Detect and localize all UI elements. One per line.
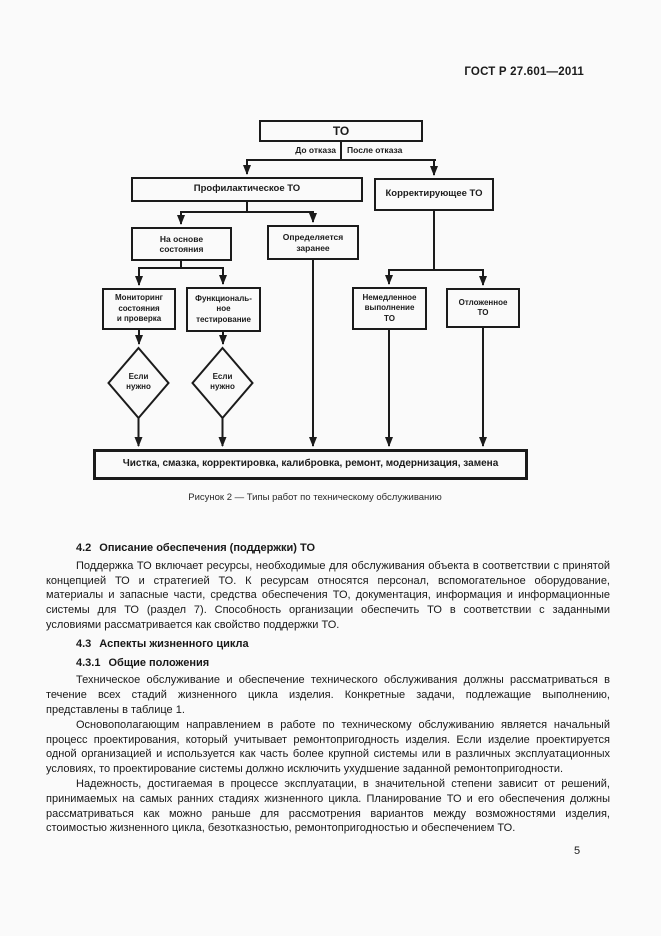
- document-text: 4.2 Описание обеспечения (поддержки) ТО П…: [46, 541, 610, 836]
- section-title: Общие положения: [108, 656, 210, 669]
- flowchart-connectors: [107, 142, 487, 447]
- node-maintenance-actions: Чистка, смазка, корректировка, калибровк…: [93, 449, 528, 480]
- section-4-3-1-heading: 4.3.1 Общие положения: [46, 656, 610, 671]
- edge-label-after-failure: После отказа: [347, 145, 403, 155]
- node-functional-testing: Функциональ- ное тестирование: [186, 287, 261, 332]
- section-title: Аспекты жизненного цикла: [99, 637, 249, 650]
- paragraph-4-2-1: Поддержка ТО включает ресурсы, необходим…: [46, 559, 610, 631]
- node-immediate-to: Немедленное выполнение ТО: [352, 287, 427, 330]
- edge-label-before-failure: До отказа: [295, 145, 336, 155]
- diamond-label-if-needed-2: Если нужно: [210, 372, 235, 391]
- paragraph-4-3-1-3: Надежность, достигаемая в процессе экспл…: [46, 777, 610, 835]
- diamond-label-if-needed-1: Если нужно: [126, 372, 151, 391]
- paragraph-4-3-1-2: Основополагающим направлением в работе п…: [46, 718, 610, 776]
- section-title: Описание обеспечения (поддержки) ТО: [99, 542, 316, 554]
- node-condition-monitoring: Мониторинг состояния и проверка: [102, 288, 176, 330]
- node-to: ТО: [259, 120, 423, 142]
- node-corrective-to: Корректирующее ТО: [374, 178, 494, 211]
- section-4-3-heading: 4.3 Аспекты жизненного цикла: [46, 637, 610, 652]
- paragraph-4-3-1-1: Техническое обслуживание и обеспечение т…: [46, 674, 610, 716]
- section-number: 4.2: [76, 542, 92, 554]
- section-number: 4.3.1: [76, 656, 101, 669]
- section-4-2-heading: 4.2 Описание обеспечения (поддержки) ТО: [46, 541, 610, 556]
- node-condition-based: На основе состояния: [131, 227, 232, 261]
- node-prophylactic-to: Профилактическое ТО: [131, 177, 363, 202]
- section-number: 4.3: [76, 637, 92, 650]
- document-header: ГОСТ Р 27.601—2011: [464, 66, 584, 78]
- figure-2-flowchart: ТО До отказа После отказа Профилактическ…: [93, 120, 528, 480]
- figure-caption: Рисунок 2 — Типы работ по техническому о…: [188, 492, 442, 503]
- page-number: 5: [574, 845, 581, 857]
- node-predetermined: Определяется заранее: [267, 225, 359, 260]
- node-deferred-to: Отложенное ТО: [446, 288, 520, 328]
